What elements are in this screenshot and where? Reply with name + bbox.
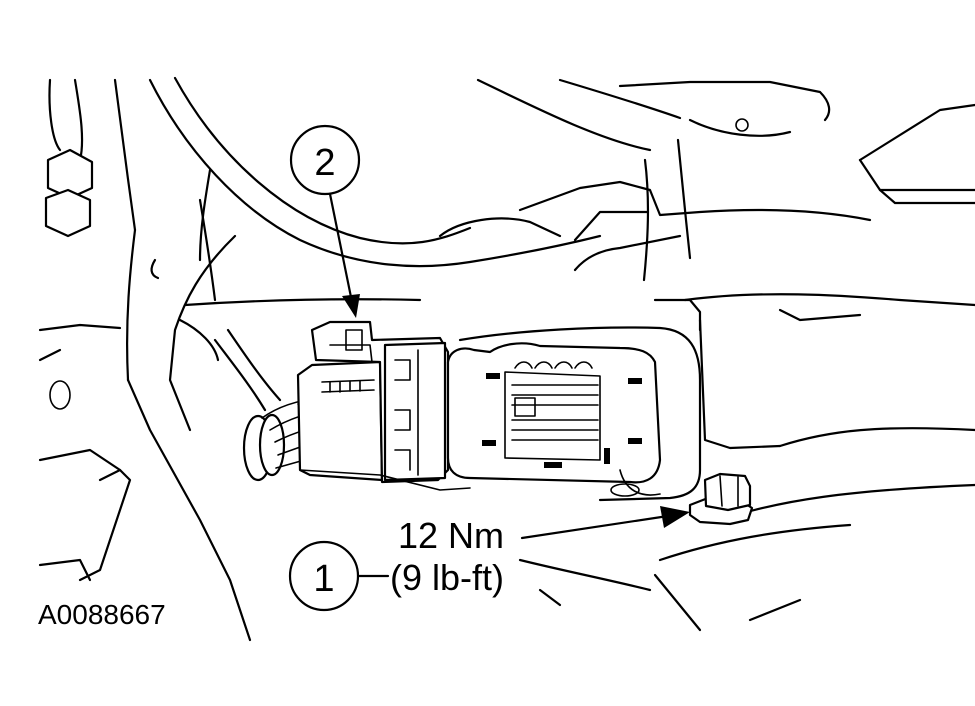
figure-id: A0088667	[38, 599, 166, 630]
callout-1: 1	[288, 540, 390, 612]
callout-2-label: 2	[314, 142, 335, 184]
wire-harness	[213, 328, 376, 482]
mounting-bolt	[688, 472, 754, 526]
callout-2-arrowhead	[342, 294, 360, 318]
callout-1-label: 1	[313, 558, 334, 600]
torque-metric: 12 Nm	[398, 515, 504, 556]
harness-connector	[296, 320, 471, 491]
module-socket	[446, 298, 702, 502]
callout-2-circle	[289, 124, 361, 196]
torque-imperial: (9 lb-ft)	[390, 557, 504, 598]
callout-2: 2	[289, 124, 361, 318]
torque-spec: 12 Nm (9 lb-ft)	[390, 506, 690, 598]
body-panel-structure	[38, 76, 975, 642]
torque-arrowhead	[660, 506, 690, 528]
torque-leader	[520, 514, 670, 540]
